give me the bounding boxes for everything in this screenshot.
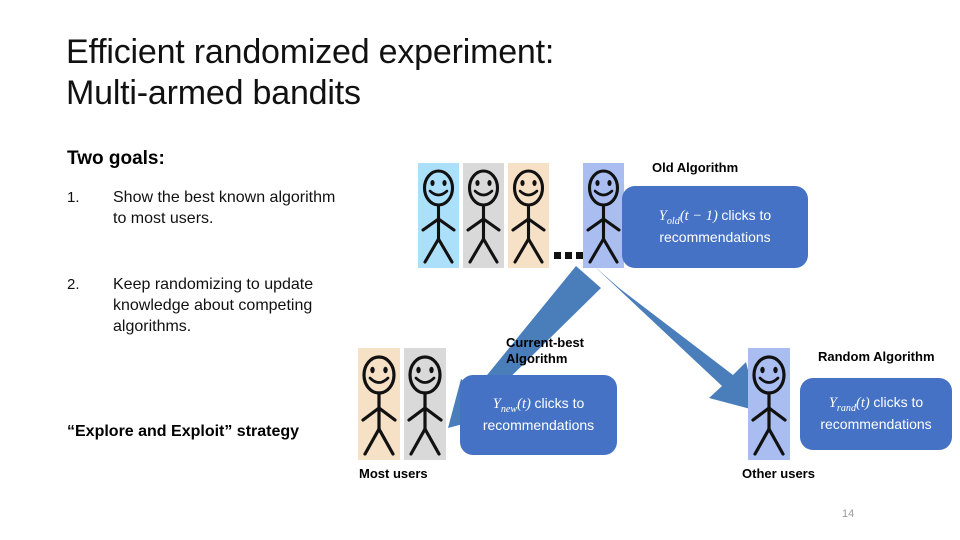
- formula-var: Y: [658, 208, 667, 225]
- formula-var: Y: [492, 396, 501, 413]
- random-algorithm-formula: Yrand(t) clicks to recommendations: [820, 393, 931, 435]
- old-algorithm-formula: Yold(t − 1) clicks to recommendations: [659, 206, 771, 248]
- formula-arg: (t): [856, 395, 870, 412]
- formula-line2: recommendations: [482, 417, 595, 434]
- goal-2-text: Keep randomizing to update knowledge abo…: [113, 276, 314, 335]
- old-algorithm-box: Yold(t − 1) clicks to recommendations: [622, 186, 808, 268]
- most-users-figure-2: [404, 348, 446, 460]
- stick-figure-icon: [361, 355, 397, 456]
- formula-line2: recommendations: [820, 416, 932, 433]
- formula-sub: rand: [836, 402, 857, 414]
- formula-sub: new: [500, 403, 518, 415]
- current-best-algorithm-label: Current-best Algorithm: [506, 335, 584, 368]
- formula-sub: old: [666, 215, 680, 227]
- top-user-figure-1: [418, 163, 459, 268]
- formula-var: Y: [828, 395, 837, 412]
- arrow-to-random: [594, 266, 758, 411]
- random-algorithm-label: Random Algorithm: [818, 349, 935, 364]
- goal-1-number: 1.: [67, 189, 80, 206]
- goal-2-number: 2.: [67, 276, 80, 293]
- formula-arg: (t − 1): [679, 208, 718, 225]
- explore-exploit-strategy-text: “Explore and Exploit” strategy: [67, 423, 300, 440]
- page-title: Efficient randomized experiment: Multi-a…: [66, 32, 726, 115]
- stick-figure-icon: [407, 355, 443, 456]
- stick-figure-icon: [586, 169, 621, 264]
- title-line-1: Efficient randomized experiment:: [66, 33, 555, 71]
- current-best-formula: Ynew(t) clicks to recommendations: [483, 394, 594, 436]
- stick-figure-icon: [751, 355, 787, 456]
- current-best-algorithm-box: Ynew(t) clicks to recommendations: [460, 375, 617, 455]
- other-users-label: Other users: [742, 466, 815, 481]
- old-algorithm-label: Old Algorithm: [652, 160, 739, 175]
- stick-figure-icon: [511, 169, 546, 264]
- formula-arg: (t): [517, 396, 531, 413]
- dot-1: [554, 252, 561, 259]
- other-users-figure-1: [748, 348, 790, 460]
- current-best-label-line-2: Algorithm: [506, 351, 568, 367]
- goal-1-text: Show the best known algorithm to most us…: [113, 189, 336, 227]
- formula-tail: clicks to: [534, 395, 585, 412]
- goal-item-1: 1. Show the best known algorithm to most…: [67, 188, 337, 230]
- dot-2: [565, 252, 572, 259]
- formula-tail: clicks to: [721, 207, 772, 224]
- stick-figure-icon: [421, 169, 456, 264]
- most-users-figure-1: [358, 348, 400, 460]
- formula-line2: recommendations: [659, 229, 771, 246]
- two-goals-heading: Two goals:: [67, 148, 165, 169]
- dot-3: [576, 252, 583, 259]
- random-algorithm-box: Yrand(t) clicks to recommendations: [800, 378, 952, 450]
- most-users-label: Most users: [359, 466, 428, 481]
- stick-figure-icon: [466, 169, 501, 264]
- goal-item-2: 2. Keep randomizing to update knowledge …: [67, 275, 337, 337]
- formula-tail: clicks to: [873, 394, 924, 411]
- page-number: 14: [842, 508, 855, 520]
- ellipsis-dots: [554, 252, 583, 259]
- current-best-label-line-1: Current-best: [506, 335, 585, 350]
- top-user-figure-3: [508, 163, 549, 268]
- top-user-figure-2: [463, 163, 504, 268]
- title-line-2: Multi-armed bandits: [66, 74, 361, 113]
- top-user-figure-4: [583, 163, 624, 268]
